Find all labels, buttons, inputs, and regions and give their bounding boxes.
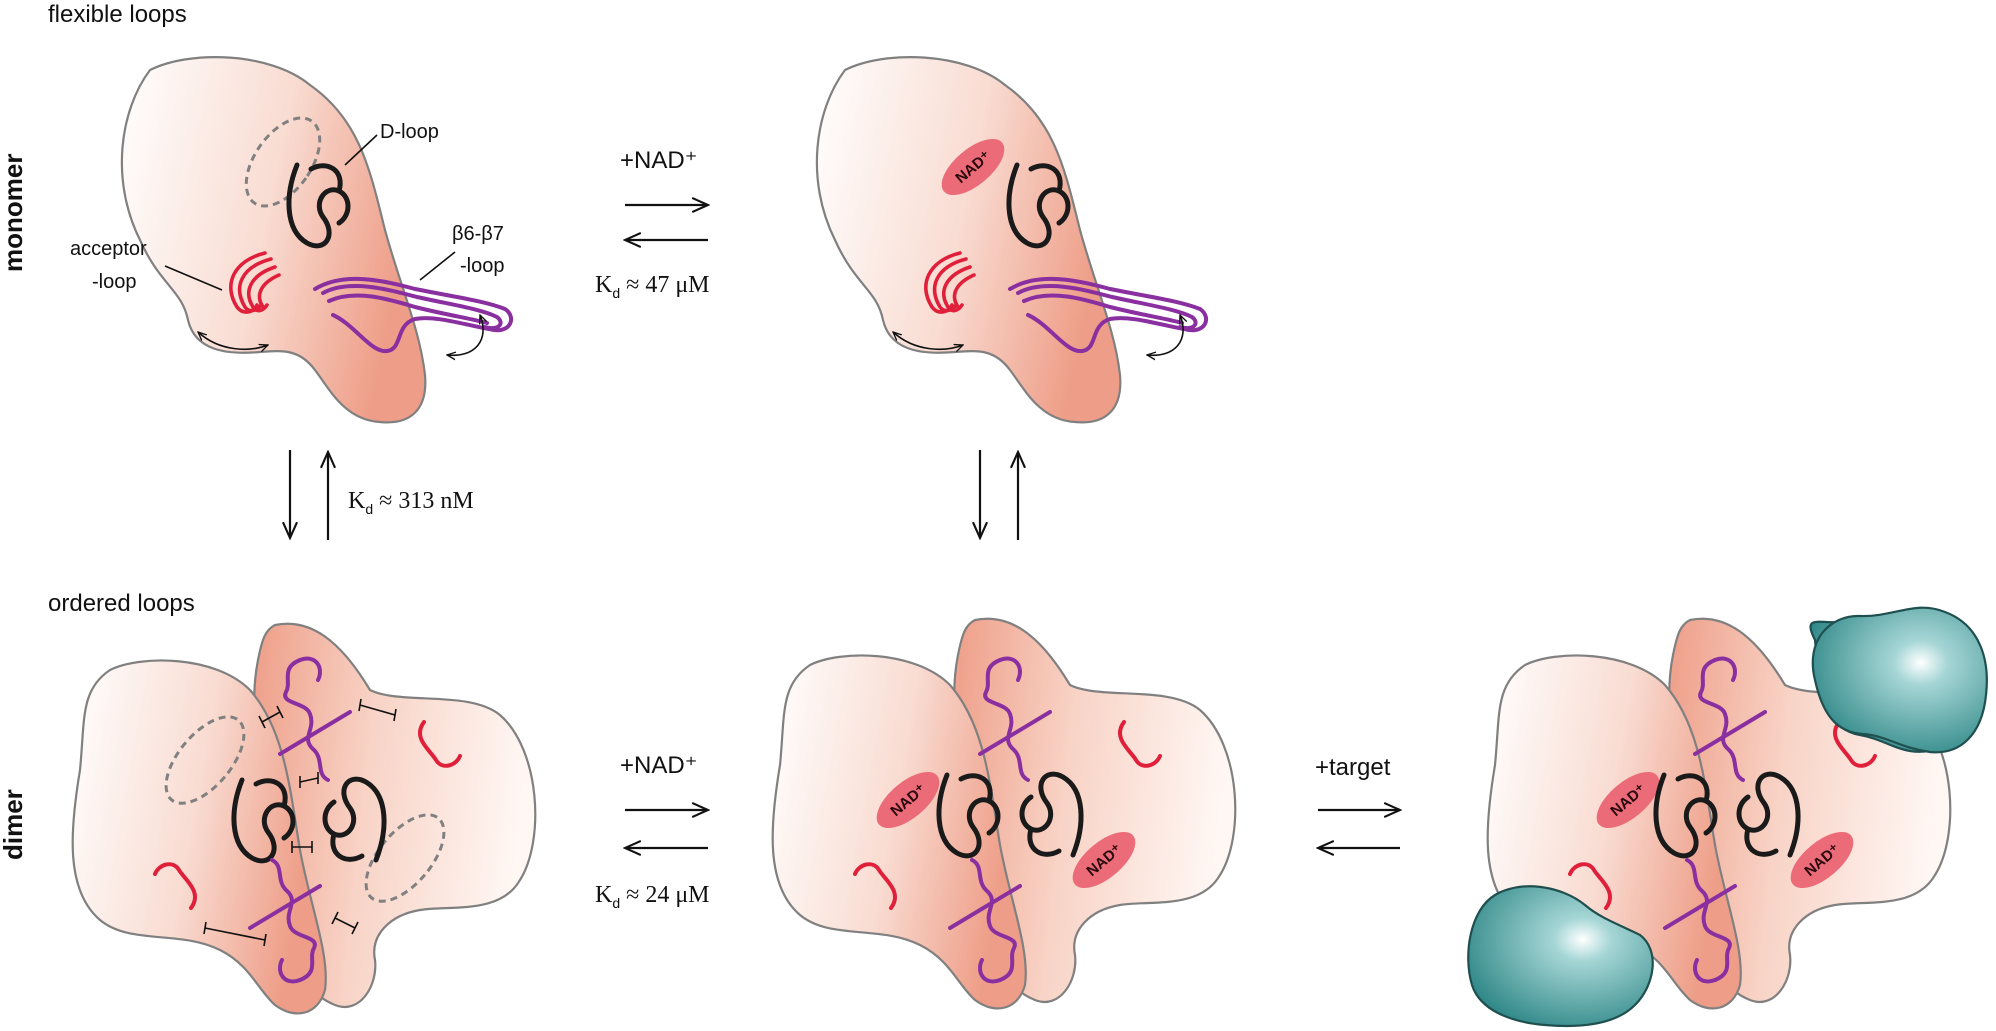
dimer-apo <box>71 622 537 1015</box>
reaction-monomer-nad: +NAD⁺ Kd≈ 47 μM <box>595 147 710 301</box>
acceptor-label-1: acceptor <box>70 238 147 260</box>
equilibrium-left: Kd≈ 313 nM <box>290 450 474 540</box>
contact-bars <box>203 698 397 947</box>
disordered-region-1 <box>164 715 246 805</box>
dimer-nad-target: NAD⁺ NAD⁺ <box>1467 606 1988 1028</box>
target-add-label: +target <box>1315 754 1391 781</box>
equilibrium-right <box>980 450 1018 540</box>
flex-arrow-right <box>447 315 483 355</box>
disordered-region-2 <box>364 813 446 903</box>
beta-label-1: β6-β7 <box>452 223 504 245</box>
header-flexible-loops: flexible loops <box>48 1 187 28</box>
disordered-region <box>244 116 322 208</box>
reaction-target: +target <box>1315 754 1400 848</box>
row-label-monomer: monomer <box>0 154 28 272</box>
monomer-nad: NAD⁺ <box>815 56 1209 424</box>
beta-label-2: -loop <box>460 255 504 277</box>
kd-left: Kd≈ 313 nM <box>348 488 474 517</box>
nad-add-label-bottom: +NAD⁺ <box>620 752 697 779</box>
acceptor-label-2: -loop <box>92 271 136 293</box>
kd-top: Kd≈ 47 μM <box>595 272 710 301</box>
dimer-nad: NAD⁺ NAD⁺ <box>771 617 1237 1010</box>
nad-ligand-1: NAD⁺ <box>876 771 940 829</box>
flex-arrow-right <box>1147 315 1183 355</box>
kd-bottom: Kd≈ 24 μM <box>595 882 710 911</box>
target-protein-bottom <box>1467 885 1654 1028</box>
d-loop-leader <box>344 134 378 166</box>
flex-arrow-left <box>893 332 963 349</box>
beta-leader <box>419 251 456 281</box>
protein-body <box>120 56 427 424</box>
monomer-apo: D-loop acceptor -loop β6-β7 -loop <box>70 56 514 424</box>
d-loop-label: D-loop <box>380 121 439 143</box>
nad-add-label-top: +NAD⁺ <box>620 147 697 174</box>
target-protein-top-main <box>1811 606 1988 754</box>
protein-body <box>815 56 1122 424</box>
row-label-dimer: dimer <box>0 789 28 860</box>
header-ordered-loops: ordered loops <box>48 590 195 617</box>
protein-body-left <box>71 659 327 1015</box>
reaction-dimer-nad: +NAD⁺ Kd≈ 24 μM <box>595 752 710 911</box>
acceptor-leader <box>164 265 223 291</box>
flex-arrow-left <box>198 332 268 349</box>
